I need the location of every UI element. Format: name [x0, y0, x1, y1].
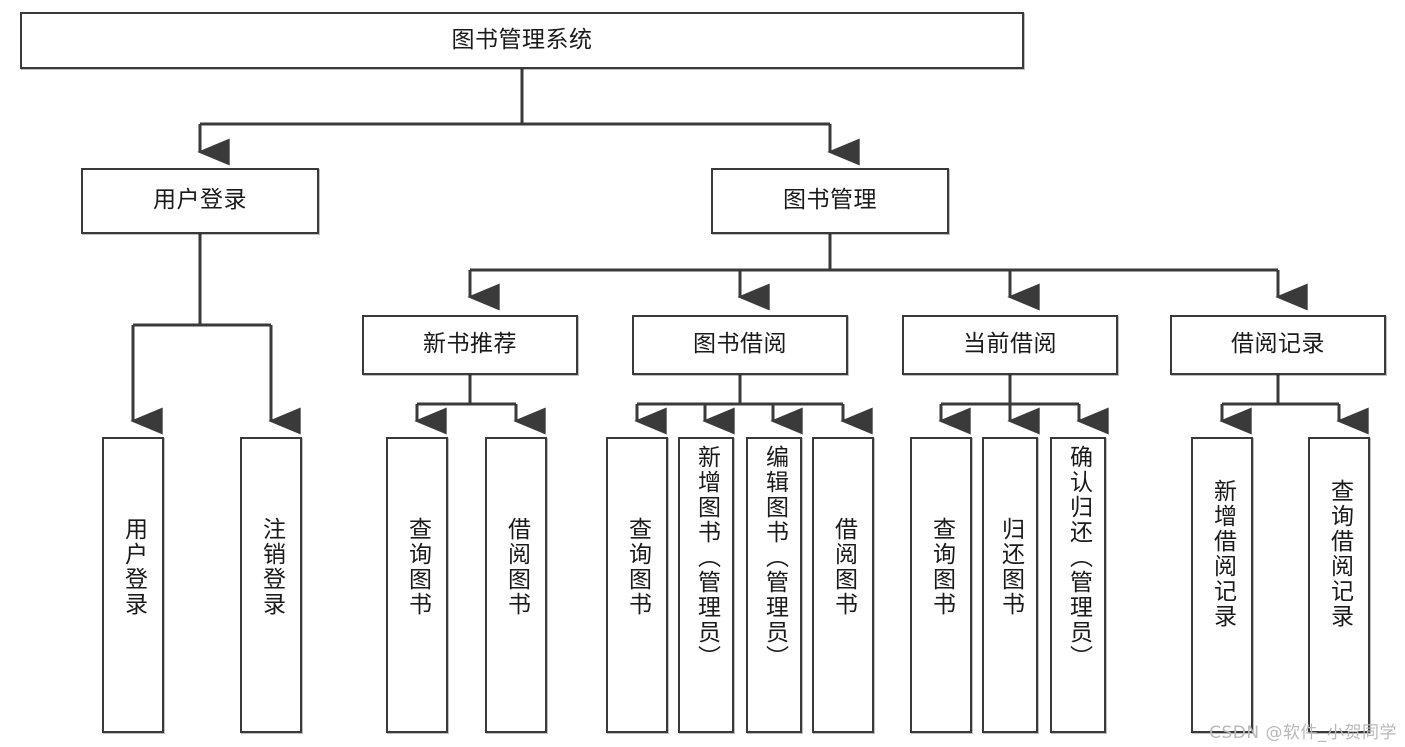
node-label: 当前借阅 — [963, 331, 1057, 358]
node-borrow-record[interactable]: 借阅记录 — [1170, 315, 1386, 375]
node-book-management[interactable]: 图书管理 — [711, 168, 949, 234]
leaf-current-query-book[interactable]: 查询图书 — [910, 437, 972, 733]
node-label: 借阅记录 — [1231, 331, 1325, 358]
leaf-borrow-borrow-book[interactable]: 借阅图书 — [812, 437, 874, 733]
node-label: 注销登录 — [258, 517, 285, 617]
csdn-watermark: CSDN @软件_小贺同学 — [1209, 723, 1397, 743]
node-user-login[interactable]: 用户登录 — [81, 168, 319, 234]
node-label: 用户登录 — [153, 187, 247, 214]
node-label: 新增借阅记录 — [1209, 479, 1236, 629]
leaf-user-login-logout[interactable]: 注销登录 — [240, 437, 302, 733]
leaf-record-add-record[interactable]: 新增借阅记录 — [1191, 437, 1253, 733]
leaf-current-confirm-return-admin[interactable]: 确认归还（管理员） — [1050, 437, 1106, 733]
node-label: 借阅图书 — [503, 517, 530, 617]
node-current-borrow[interactable]: 当前借阅 — [902, 315, 1118, 375]
node-label: 图书管理 — [783, 187, 877, 214]
node-label: 图书借阅 — [693, 331, 787, 358]
leaf-recommend-borrow-book[interactable]: 借阅图书 — [485, 437, 547, 733]
node-label: 确认归还（管理员） — [1065, 445, 1092, 670]
leaf-borrow-edit-book-admin[interactable]: 编辑图书（管理员） — [746, 437, 802, 733]
node-label: 借阅图书 — [830, 517, 857, 617]
node-label: 查询图书 — [404, 517, 431, 617]
node-label: 新书推荐 — [423, 331, 517, 358]
leaf-borrow-add-book-admin[interactable]: 新增图书（管理员） — [678, 437, 734, 733]
leaf-user-login-login[interactable]: 用户登录 — [102, 437, 164, 733]
node-label: 新增图书（管理员） — [693, 445, 720, 670]
node-label: 归还图书 — [997, 517, 1024, 617]
node-root-system[interactable]: 图书管理系统 — [20, 12, 1024, 69]
node-label: 图书管理系统 — [451, 26, 593, 53]
node-label: 编辑图书（管理员） — [761, 445, 788, 670]
node-label: 用户登录 — [120, 517, 147, 617]
leaf-recommend-query-book[interactable]: 查询图书 — [386, 437, 448, 733]
node-label: 查询借阅记录 — [1326, 479, 1353, 629]
node-label: 查询图书 — [624, 517, 651, 617]
node-book-borrow[interactable]: 图书借阅 — [632, 315, 848, 375]
leaf-current-return-book[interactable]: 归还图书 — [982, 437, 1038, 733]
node-label: 查询图书 — [928, 517, 955, 617]
leaf-record-query-record[interactable]: 查询借阅记录 — [1308, 437, 1370, 733]
leaf-borrow-query-book[interactable]: 查询图书 — [606, 437, 668, 733]
node-new-book-recommend[interactable]: 新书推荐 — [362, 315, 578, 375]
